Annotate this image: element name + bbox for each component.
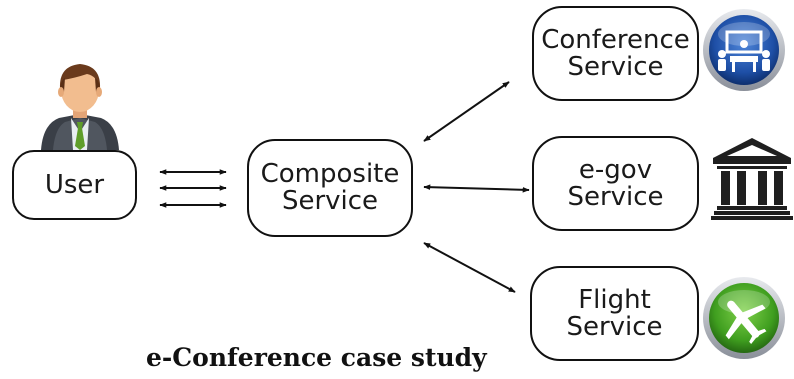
composite-flight-arrow bbox=[423, 242, 516, 293]
diagram-caption: e-Conference case study bbox=[146, 343, 487, 372]
conference-label-line1: Conference bbox=[541, 24, 690, 55]
egov-label-line1: e-gov bbox=[578, 154, 653, 185]
composite-egov-arrow bbox=[423, 184, 530, 193]
flight-label-line1: Flight bbox=[578, 284, 651, 315]
airplane-icon bbox=[703, 277, 785, 359]
composite-label-line1: Composite bbox=[260, 159, 400, 189]
flight-service-node: Flight Service bbox=[530, 266, 699, 361]
government-building-icon bbox=[711, 138, 793, 220]
conference-service-node: Conference Service bbox=[532, 6, 699, 101]
user-node: User bbox=[12, 150, 137, 220]
flight-label-line2: Service bbox=[566, 311, 663, 342]
user-label: User bbox=[44, 169, 105, 200]
egov-label-line2: Service bbox=[567, 181, 664, 212]
composite-label-line2: Service bbox=[281, 186, 379, 216]
meeting-room-icon bbox=[703, 9, 785, 91]
person-icon bbox=[41, 64, 119, 150]
composite-conference-arrow bbox=[423, 81, 510, 142]
composite-service-node: Composite Service bbox=[247, 139, 413, 237]
conference-label-line2: Service bbox=[567, 51, 664, 82]
egov-service-node: e-gov Service bbox=[532, 136, 699, 231]
